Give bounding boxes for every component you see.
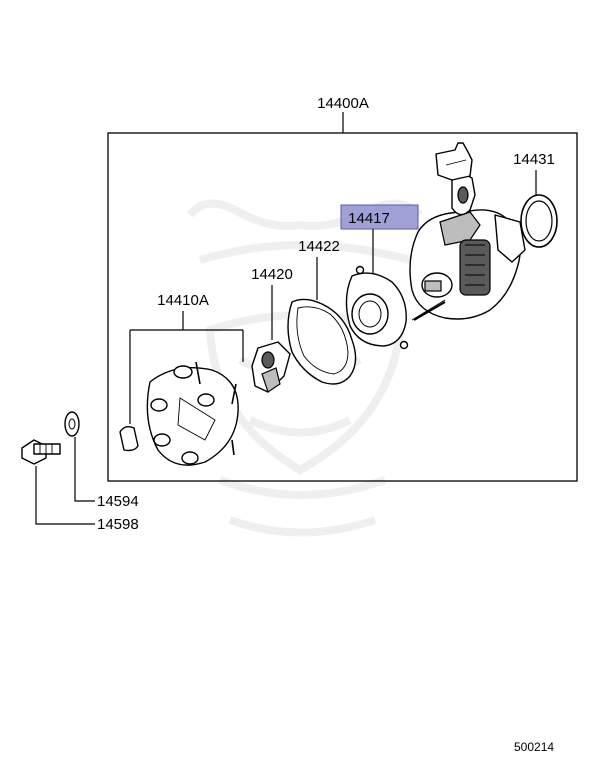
label-assembly: 14400A xyxy=(317,95,369,112)
label-rotor: 14420 xyxy=(251,266,293,283)
label-pickup: 14417 xyxy=(348,210,390,227)
label-o-ring: 14431 xyxy=(513,151,555,168)
bolt-leader xyxy=(35,466,95,525)
connector-part xyxy=(435,142,473,181)
pickup-highlight xyxy=(340,204,419,230)
pickup-part xyxy=(345,265,409,350)
diagram-code: 500214 xyxy=(514,740,554,754)
cap-part xyxy=(146,361,239,466)
distributor-housing-part xyxy=(409,174,526,321)
plug-part xyxy=(119,425,139,452)
label-gasket: 14422 xyxy=(298,238,340,255)
cap-leader xyxy=(129,311,244,424)
o-ring-part xyxy=(520,194,558,248)
label-cap: 14410A xyxy=(157,292,209,309)
rotor-part xyxy=(251,341,291,393)
gasket-part xyxy=(287,298,357,385)
washer-leader xyxy=(74,437,95,502)
bolt-part xyxy=(21,439,61,465)
label-washer: 14594 xyxy=(97,493,139,510)
washer-part xyxy=(64,411,80,437)
label-bolt: 14598 xyxy=(97,516,139,533)
